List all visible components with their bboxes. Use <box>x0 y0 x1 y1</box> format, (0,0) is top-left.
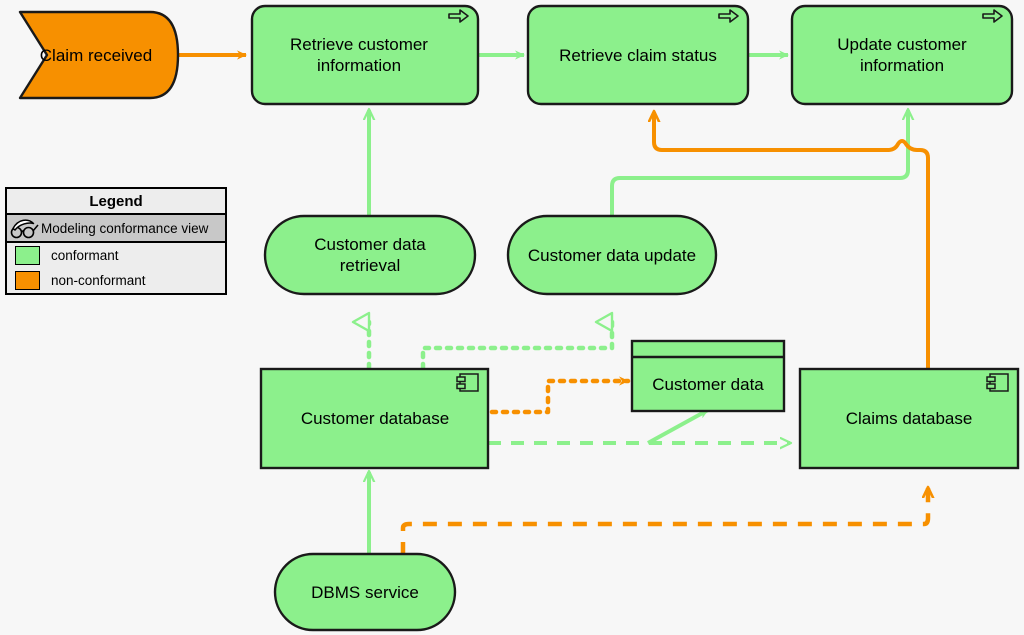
legend-entry-conformant[interactable]: conformant <box>7 243 225 268</box>
node-customer-data[interactable] <box>630 339 786 413</box>
edge-customer-database-realizes-cust-data-update[interactable] <box>420 322 615 371</box>
process-arrow-icon <box>982 9 1003 23</box>
node-claims-database[interactable] <box>798 367 1020 470</box>
legend-swatch-conformant <box>15 246 40 265</box>
node-update-customer[interactable] <box>790 4 1014 106</box>
edge-cust-data-update-serves-update-customer[interactable] <box>610 110 908 217</box>
edge-dbms-service-serves-claims-database[interactable] <box>400 488 928 556</box>
edge-claims-database-serves-retrieve-claim-status[interactable] <box>654 112 930 368</box>
legend: Legend Modeling conformance view conform… <box>5 187 227 295</box>
node-claim-received[interactable] <box>18 10 180 100</box>
legend-title: Legend <box>7 189 225 215</box>
legend-label-conformant: conformant <box>51 248 119 263</box>
legend-label-non-conformant: non-conformant <box>51 273 146 288</box>
component-icon <box>986 373 1009 392</box>
node-dbms-service[interactable] <box>273 552 457 632</box>
legend-view-label: Modeling conformance view <box>41 220 209 236</box>
node-customer-database[interactable] <box>259 367 490 470</box>
legend-swatch-non-conformant <box>15 271 40 290</box>
legend-view-row[interactable]: Modeling conformance view <box>7 215 225 243</box>
node-retrieve-customer[interactable] <box>250 4 480 106</box>
node-cust-data-retrieval[interactable] <box>263 214 477 296</box>
node-retrieve-claim-status[interactable] <box>526 4 750 106</box>
node-cust-data-update[interactable] <box>506 214 718 296</box>
process-arrow-icon <box>718 9 739 23</box>
legend-entry-non-conformant[interactable]: non-conformant <box>7 268 225 293</box>
component-icon <box>456 373 479 392</box>
edge-customer-database-accesses-customer-data[interactable] <box>489 376 631 415</box>
edge-flow-to-customer-data[interactable] <box>647 408 709 445</box>
process-arrow-icon <box>448 9 469 23</box>
glasses-icon <box>7 215 41 241</box>
